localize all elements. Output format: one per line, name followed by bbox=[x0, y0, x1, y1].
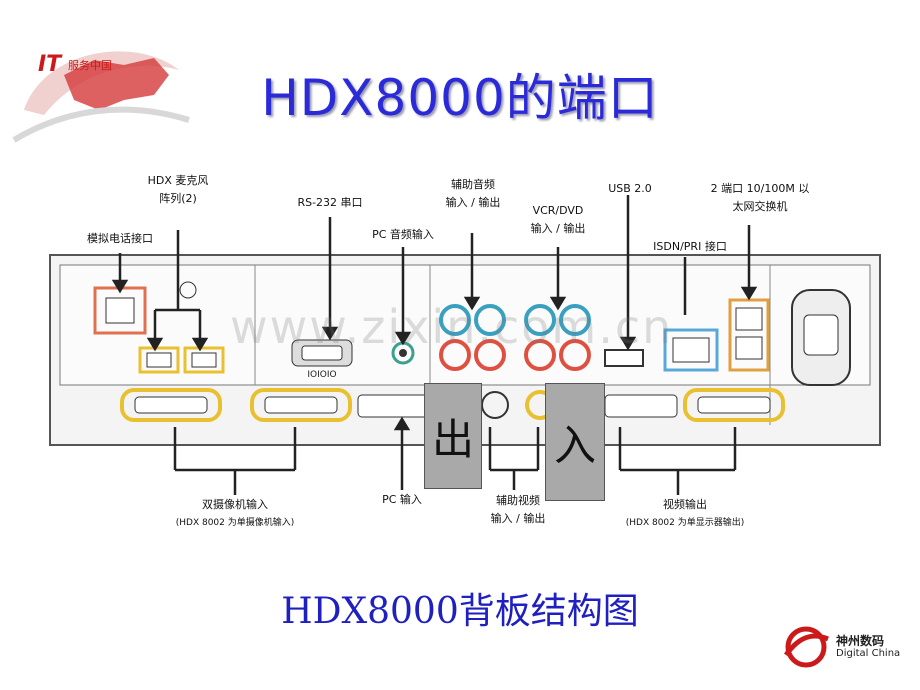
label-aux-audio: 辅助音频输入 / 输出 bbox=[445, 178, 501, 209]
label-analog-phone: 模拟电话接口 bbox=[87, 232, 153, 245]
label-pc-audio-in: PC 音频输入 bbox=[372, 228, 434, 241]
digital-china-logo-icon bbox=[783, 626, 829, 668]
page-title: HDX8000的端口 bbox=[261, 69, 659, 127]
label-isdn: ISDN/PRI 接口 bbox=[653, 240, 727, 253]
hdx8000-rear-panel-diagram: IOIOIO bbox=[49, 195, 881, 495]
it-logo-subtext: 服务中国 bbox=[68, 59, 112, 72]
label-video-out: 视频输出(HDX 8002 为单显示器输出) bbox=[625, 498, 745, 528]
diagram-caption: HDX8000背板结构图 bbox=[281, 591, 639, 632]
digital-china-en: Digital China bbox=[836, 648, 901, 659]
label-rs232: RS-232 串口 bbox=[297, 196, 363, 209]
it-logo-text: IT bbox=[38, 52, 62, 77]
label-lan: 2 端口 10/100M 以太网交换机 bbox=[710, 182, 810, 213]
watermark-text: www.zixin.com.cn bbox=[230, 300, 674, 354]
it-service-china-logo bbox=[12, 51, 190, 143]
out-overlay-box: 出 bbox=[424, 383, 482, 489]
label-mic-array: HDX 麦克风阵列(2) bbox=[147, 174, 209, 205]
label-pc-in: PC 输入 bbox=[382, 493, 422, 506]
digital-china-cn: 神州数码 bbox=[836, 634, 885, 648]
label-aux-video: 辅助视频输入 / 输出 bbox=[490, 494, 546, 525]
label-dual-camera: 双摄像机输入(HDX 8002 为单摄像机输入) bbox=[175, 498, 295, 528]
in-overlay-box: 入 bbox=[545, 383, 605, 501]
serial-mark: IOIOIO bbox=[307, 370, 336, 380]
label-usb: USB 2.0 bbox=[608, 182, 652, 195]
